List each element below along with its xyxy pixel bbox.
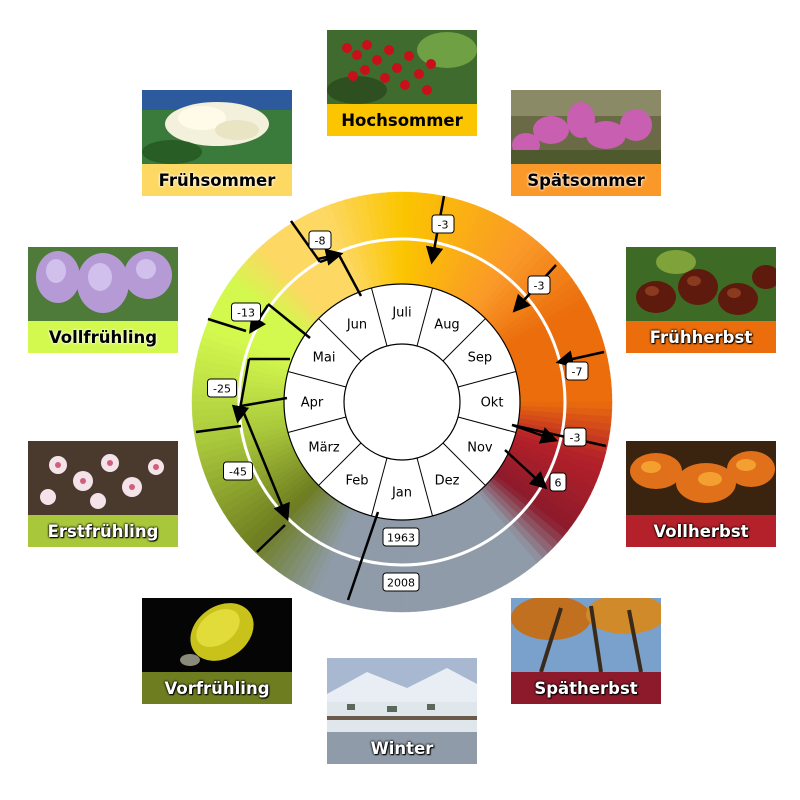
- season-boundary-marker: [289, 220, 322, 263]
- season-boundary-marker: [240, 396, 288, 408]
- shift-arrow: [504, 449, 548, 490]
- lilac-photo: [28, 247, 178, 321]
- ring-separator: [237, 237, 567, 567]
- month-label: Dez: [435, 473, 460, 488]
- season-label: Hochsommer: [327, 104, 477, 136]
- season-label: Erstfrühling: [28, 515, 178, 547]
- season-label: Spätherbst: [511, 672, 661, 704]
- season-label: Vorfrühling: [142, 672, 292, 704]
- shift-badge: [431, 214, 455, 234]
- month-label: März: [308, 441, 340, 456]
- red-currant-photo: [327, 30, 477, 104]
- shift-badge: [527, 275, 551, 295]
- shift-value: -3: [534, 280, 545, 293]
- month-divider: [442, 442, 486, 486]
- shift-badge: [549, 472, 567, 492]
- autumn-forest-photo: [511, 598, 661, 672]
- month-divider: [287, 416, 347, 434]
- shift-badge: [231, 302, 261, 322]
- season-card-spaetsommer: Spätsommer: [511, 90, 661, 196]
- shift-value: 6: [555, 477, 562, 490]
- season-card-erstfruehling: Erstfrühling: [28, 441, 178, 547]
- season-card-vollfruehling: Vollfrühling: [28, 247, 178, 353]
- season-card-hochsommer: Hochsommer: [327, 30, 477, 136]
- shift-arrow: [555, 350, 605, 368]
- month-label: Sep: [468, 351, 493, 366]
- month-divider: [457, 416, 517, 434]
- elderflower-photo: [142, 90, 292, 164]
- season-label: Vollfrühling: [28, 321, 178, 353]
- shift-badges: -8 -3 -3 -13 -7 -25 -3 -45 6: [207, 214, 589, 492]
- willow-catkin-photo: [142, 598, 292, 672]
- season-label: Frühsommer: [142, 164, 292, 196]
- month-divider: [370, 287, 388, 347]
- month-label: Aug: [434, 318, 459, 333]
- shift-value: -8: [315, 235, 326, 248]
- shift-badge: [565, 361, 589, 381]
- month-label: Mai: [313, 351, 336, 366]
- season-boundary-marker: [346, 511, 380, 601]
- season-boundary-marker: [207, 317, 247, 333]
- shift-value: -7: [572, 366, 583, 379]
- shift-value: -3: [438, 219, 449, 232]
- month-divider: [318, 442, 362, 486]
- year-label-inner: 1963: [387, 532, 415, 545]
- month-divider: [287, 370, 347, 388]
- season-card-spaetherbst: Spätherbst: [511, 598, 661, 704]
- season-label: Vollherbst: [626, 515, 776, 547]
- month-label: Okt: [481, 396, 504, 411]
- month-label: Jun: [346, 318, 367, 333]
- season-boundary-marker: [267, 303, 311, 339]
- season-label: Spätsommer: [511, 164, 661, 196]
- shift-value: -25: [213, 383, 231, 396]
- season-label: Frühherbst: [626, 321, 776, 353]
- chestnut-photo: [626, 247, 776, 321]
- month-label: Jan: [391, 486, 412, 501]
- month-divider: [442, 318, 486, 362]
- shift-value: -45: [229, 466, 247, 479]
- shift-arrow: [317, 248, 344, 266]
- season-label: Winter: [327, 732, 477, 764]
- season-card-vollherbst: Vollherbst: [626, 441, 776, 547]
- month-wheel-hub: [343, 343, 461, 461]
- shift-badge: [563, 427, 587, 447]
- shift-badge: [223, 461, 253, 481]
- year-label-outer: 2008: [387, 577, 415, 590]
- month-divider: [457, 370, 517, 388]
- season-card-winter: Winter: [327, 658, 477, 764]
- shift-arrow: [239, 405, 290, 522]
- season-card-fruehsommer: Frühsommer: [142, 90, 292, 196]
- month-label: Feb: [345, 473, 368, 488]
- month-divider: [370, 457, 388, 517]
- month-label: Apr: [301, 396, 324, 411]
- shift-arrow: [231, 358, 251, 424]
- beech-leaves-photo: [626, 441, 776, 515]
- cherry-blossom-photo: [28, 441, 178, 515]
- season-boundary-marker: [256, 524, 286, 553]
- shift-value: -13: [237, 307, 255, 320]
- season-card-vorfruehling: Vorfrühling: [142, 598, 292, 704]
- shift-badge: [308, 230, 332, 250]
- shift-badge: [207, 378, 237, 398]
- shift-value: -3: [570, 432, 581, 445]
- season-boundary-marker: [195, 424, 242, 434]
- month-label: Nov: [467, 441, 493, 456]
- snowy-village-photo: [327, 658, 477, 732]
- month-divider: [416, 457, 434, 517]
- month-divider: [318, 318, 362, 362]
- season-card-fruehherbst: Frühherbst: [626, 247, 776, 353]
- month-divider: [416, 287, 434, 347]
- year-badge-2008: 2008: [382, 572, 420, 592]
- year-badge-1963: 1963: [382, 527, 420, 547]
- heather-photo: [511, 90, 661, 164]
- month-label: Juli: [391, 306, 411, 321]
